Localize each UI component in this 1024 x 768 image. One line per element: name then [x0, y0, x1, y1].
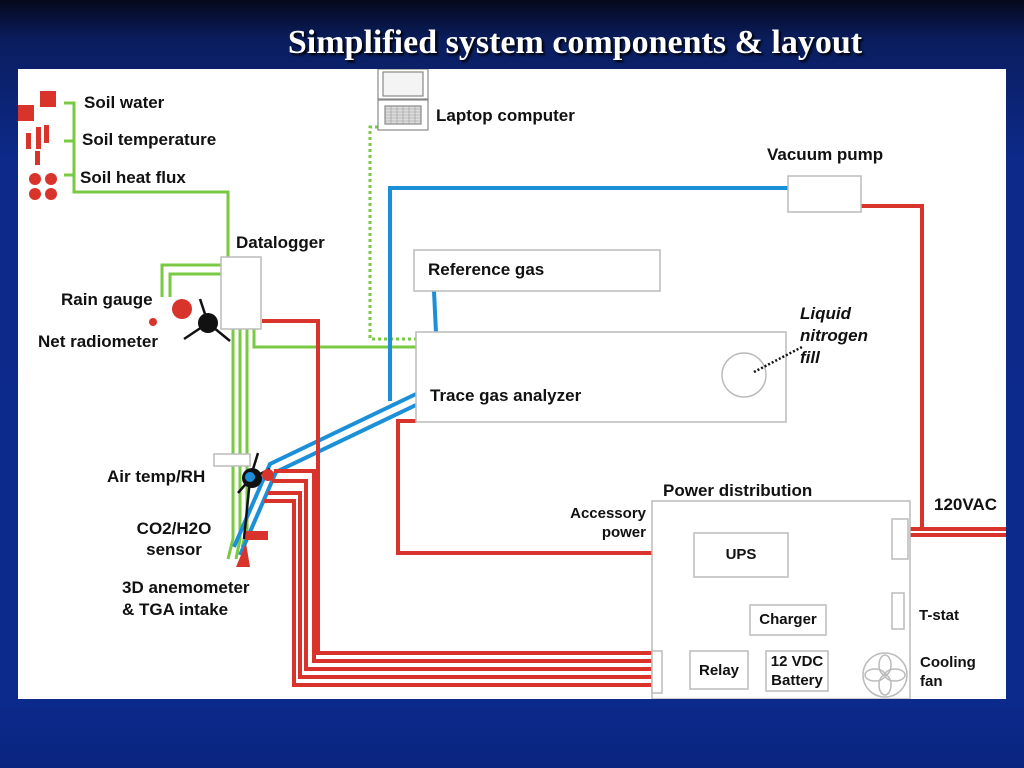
power-line-vacuum [860, 204, 924, 531]
label-120vac: 120VAC [934, 495, 997, 514]
laptop-data-link [368, 125, 416, 341]
signal-wires [64, 101, 416, 560]
label-relay: Relay [698, 662, 740, 679]
label-battery-2: Battery [771, 672, 823, 689]
label-liquid-nitrogen-3: fill [800, 348, 820, 367]
nitrogen-pointer [753, 345, 803, 374]
wire-logger-analyzer [252, 329, 416, 349]
power-line-tower-3 [268, 491, 658, 679]
label-accessory-power-1: Accessory [570, 505, 646, 522]
power-line-analyzer [396, 419, 694, 555]
power-line-logger [262, 319, 658, 655]
wire-rain-gauge [160, 263, 222, 297]
laptop-icon [377, 69, 429, 131]
label-charger: Charger [759, 611, 817, 628]
tstat-box [891, 592, 905, 630]
label-anemometer-1: 3D anemometer [122, 578, 250, 597]
label-reference-gas: Reference gas [428, 260, 545, 279]
wire-logger-tower-2 [234, 329, 242, 560]
wire-net-radiometer [168, 272, 222, 297]
liquid-nitrogen-port [721, 352, 767, 398]
power-lines [262, 204, 1006, 687]
reference-gas-box [413, 249, 661, 292]
label-soil-water: Soil water [84, 93, 165, 112]
label-cooling-fan-1: Cooling [920, 654, 976, 671]
label-ups: UPS [725, 546, 757, 563]
battery-box [765, 650, 829, 692]
net-radiometer-icon [183, 298, 231, 342]
power-line-tower-4 [264, 499, 658, 687]
wire-logger-tower-1 [226, 329, 235, 560]
power-line-tower-1 [274, 469, 658, 663]
soil-heat-flux-icon [29, 173, 57, 200]
label-cooling-fan-2: fan [920, 673, 943, 690]
label-rain-gauge: Rain gauge [61, 290, 153, 309]
page-title: Simplified system components & layout [287, 24, 863, 61]
label-laptop: Laptop computer [436, 106, 575, 125]
label-vacuum-pump: Vacuum pump [767, 145, 884, 164]
label-air-temp-rh: Air temp/RH [107, 467, 206, 486]
laptop-keyboard [385, 106, 421, 124]
rain-gauge-icon [149, 299, 192, 326]
tower-sensor-icon [236, 452, 274, 567]
power-terminal-box [891, 518, 909, 560]
label-co2-h2o-1: CO2/H2O [136, 519, 212, 538]
charger-box [749, 604, 827, 636]
label-trace-gas-analyzer: Trace gas analyzer [430, 386, 582, 405]
label-soil-temperature: Soil temperature [82, 130, 217, 149]
ups-box [693, 532, 789, 578]
soil-water-icon [18, 91, 56, 121]
gas-line-vacuum [388, 186, 788, 401]
air-temp-box [213, 453, 251, 467]
diagram-panel: Soil water Soil temperature Soil heat fl… [18, 69, 1006, 699]
soil-temperature-icon [26, 125, 49, 165]
system-diagram [18, 69, 1006, 699]
relay-box [689, 650, 749, 690]
label-liquid-nitrogen-1: Liquid [800, 304, 851, 323]
label-accessory-power-2: power [601, 524, 646, 541]
power-line-tower-2 [272, 479, 658, 671]
relay-terminal-box [651, 650, 663, 694]
label-net-radiometer: Net radiometer [38, 332, 158, 351]
wire-soil-water [64, 101, 76, 192]
label-co2-h2o-2: sensor [146, 540, 202, 559]
label-tstat: T-stat [919, 607, 960, 624]
wire-soil-to-logger [74, 190, 230, 257]
vacuum-pump-box [787, 175, 862, 213]
label-soil-heat-flux: Soil heat flux [80, 168, 186, 187]
label-battery-1: 12 VDC [770, 653, 824, 670]
cooling-fan-icon [862, 652, 908, 698]
label-power-distribution: Power distribution [663, 481, 813, 500]
label-anemometer-2: & TGA intake [122, 600, 229, 619]
label-datalogger: Datalogger [236, 233, 325, 252]
datalogger-box [220, 256, 262, 330]
wire-logger-tower-3 [240, 329, 249, 548]
gas-line-reference [432, 290, 438, 334]
label-liquid-nitrogen-2: nitrogen [800, 326, 868, 345]
